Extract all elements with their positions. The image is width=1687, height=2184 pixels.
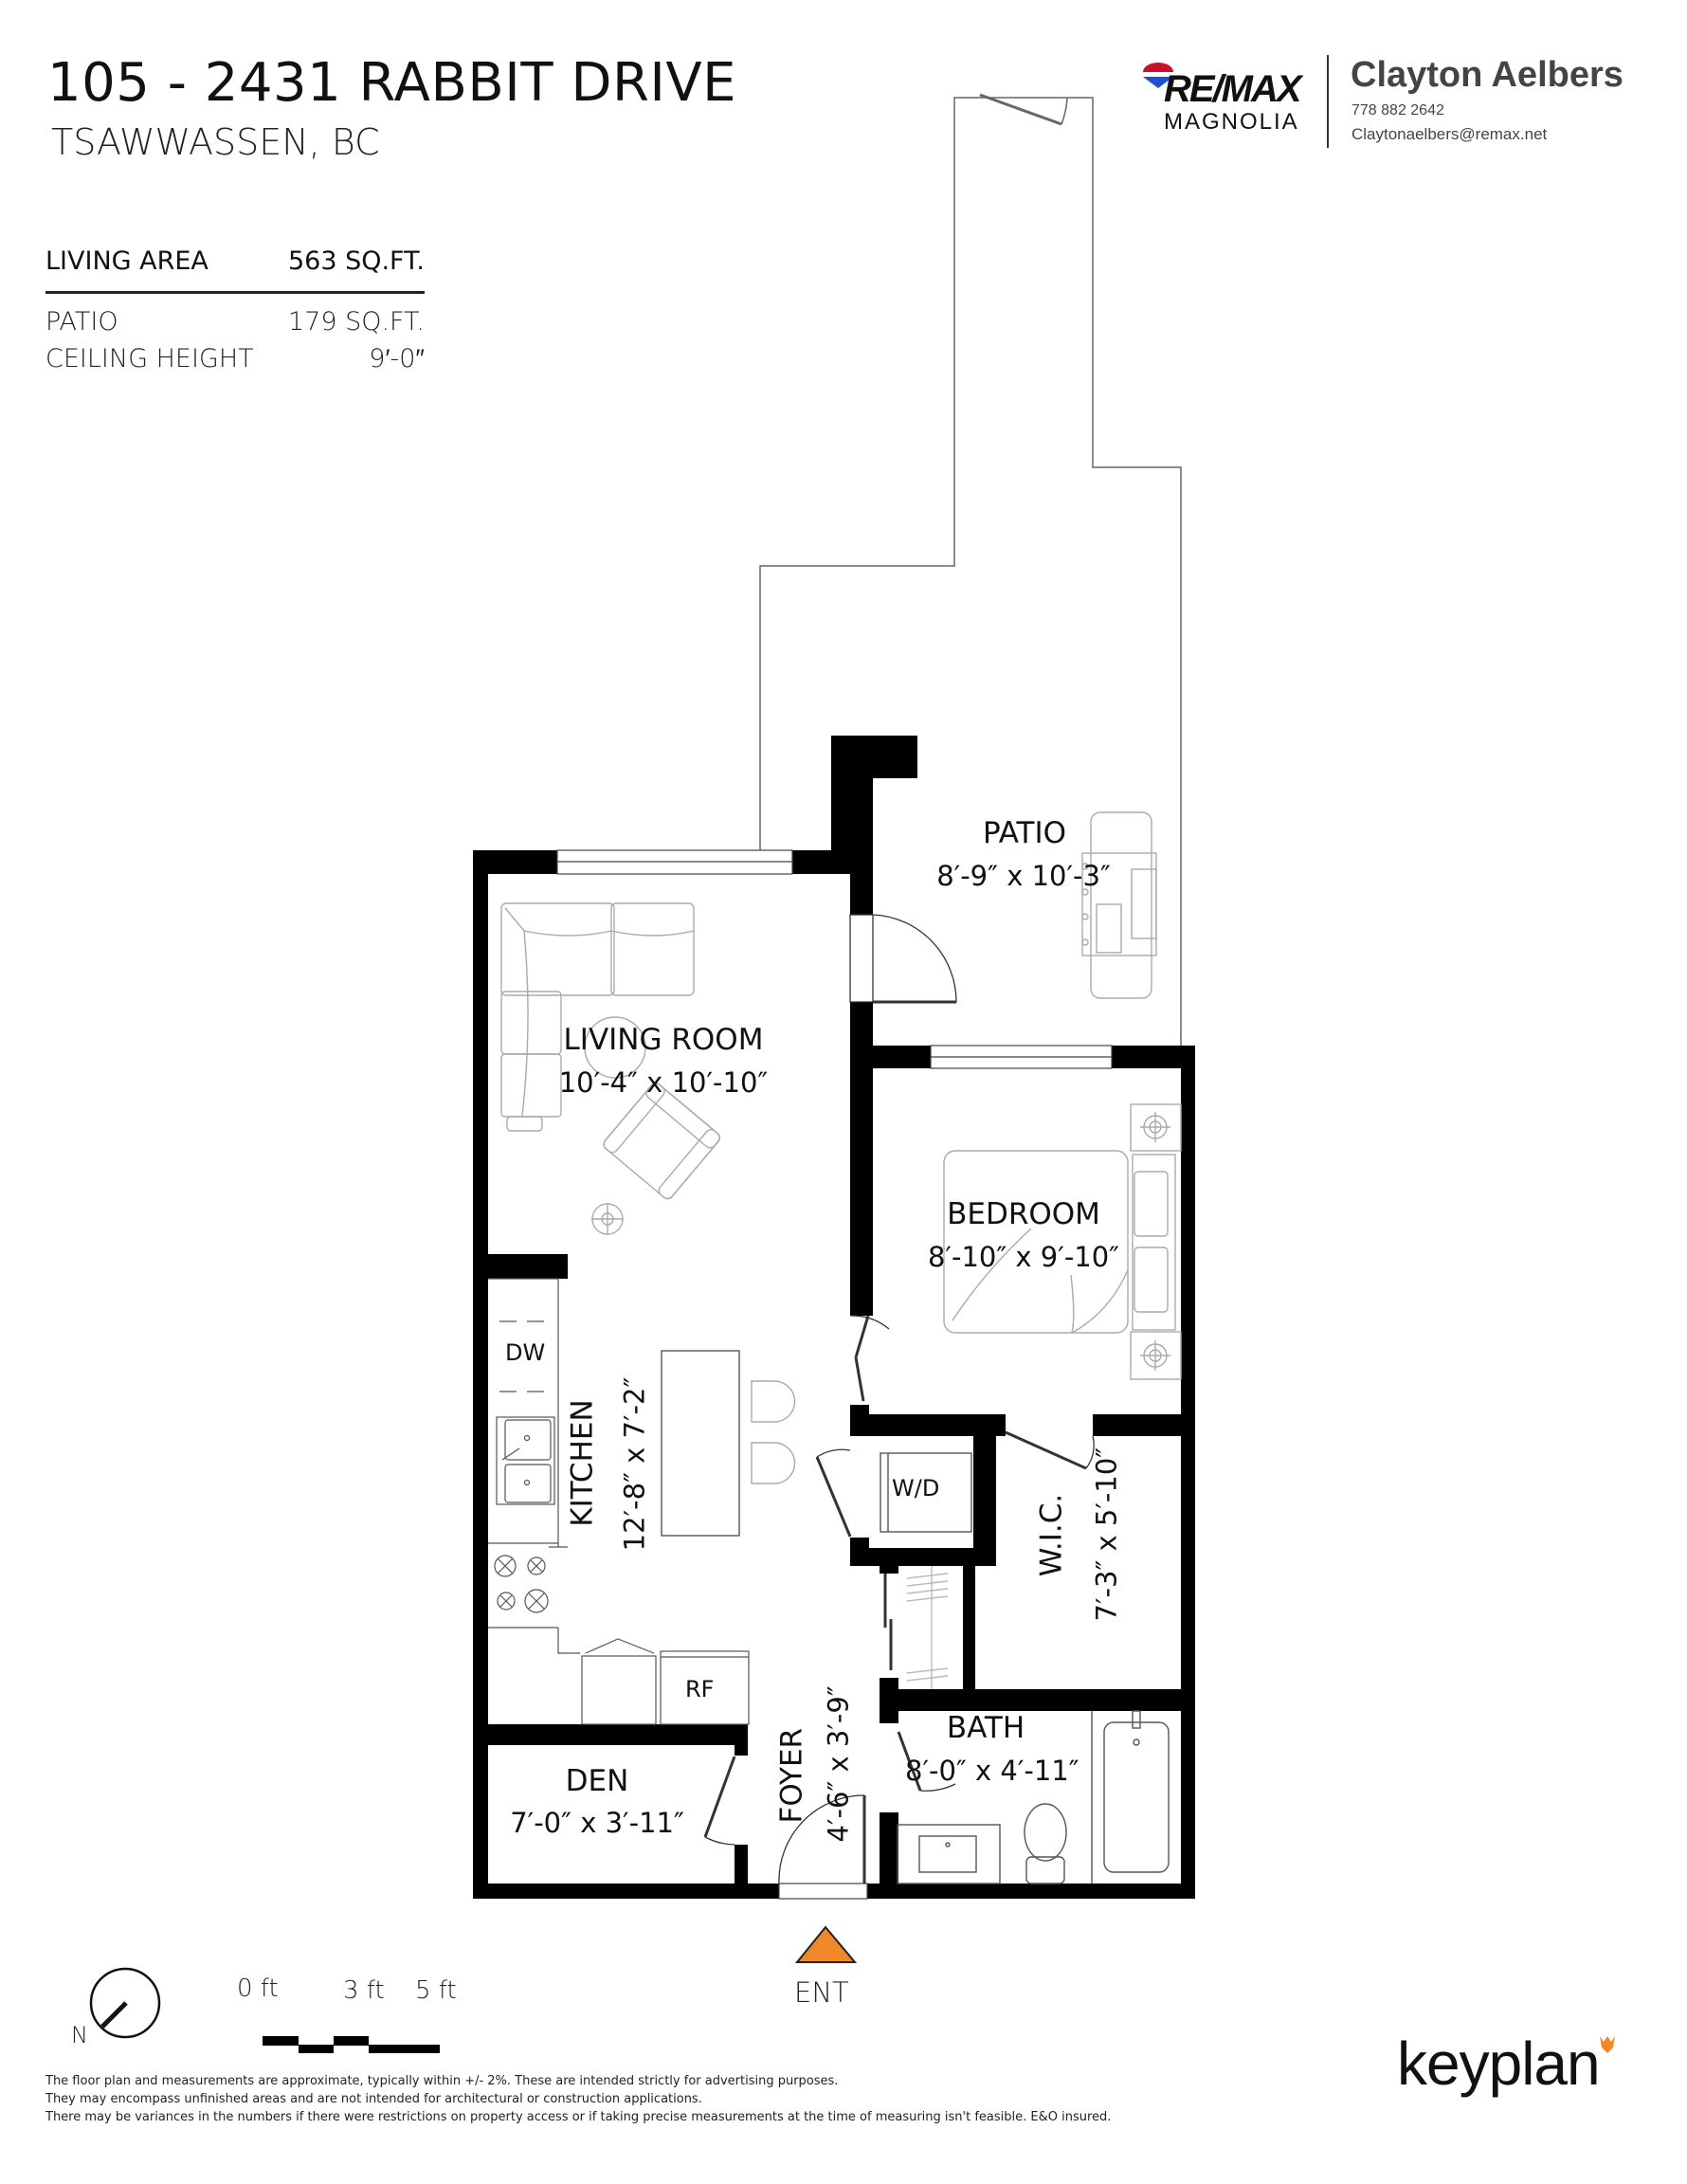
- room-label-patio: PATIO: [983, 816, 1066, 850]
- bathtub-icon: [1091, 1710, 1170, 1884]
- disclaimer-line: They may encompass unfinished areas and …: [45, 2092, 702, 2106]
- room-label-wic: W.I.C.: [1034, 1493, 1069, 1577]
- dishwasher-label: DW: [505, 1339, 546, 1366]
- closet-rod-icon: [906, 1566, 949, 1689]
- room-label-kitchen: KITCHEN: [565, 1399, 600, 1527]
- kitchen-counter: [488, 1278, 580, 1654]
- furniture: [488, 811, 1182, 1884]
- scale-tick-3: 3 ft: [343, 1976, 385, 2005]
- washer-dryer-icon: [880, 1452, 972, 1533]
- agent-email[interactable]: Claytonaelbers@remax.net: [1351, 125, 1548, 143]
- entrance-label: ENT: [794, 1976, 849, 2009]
- floor-lamp-icon: [591, 1203, 624, 1235]
- stat-label: CEILING HEIGHT: [45, 344, 254, 373]
- room-dims-foyer: 4′-6″ x 3′-9″: [822, 1685, 855, 1843]
- room-dims-den: 7′-0″ x 3′-11″: [510, 1807, 684, 1839]
- agent-name: Clayton Aelbers: [1351, 55, 1624, 95]
- scale-bar-icon: [263, 2036, 440, 2053]
- room-label-foyer: FOYER: [774, 1727, 809, 1824]
- sink-icon: [496, 1416, 555, 1505]
- scale-tick-5: 5 ft: [415, 1976, 457, 2005]
- room-dims-living-room: 10′-4″ x 10′-10″: [558, 1066, 769, 1099]
- stat-value: 179 SQ.FT.: [287, 307, 425, 337]
- remax-logo-subtext: MAGNOLIA: [1164, 109, 1299, 135]
- windows: [556, 849, 1113, 1900]
- vanity-icon: [897, 1824, 1001, 1884]
- stat-value: 9′-0″: [369, 344, 425, 373]
- disclaimer-line: There may be variances in the numbers if…: [45, 2110, 1112, 2124]
- north-compass-icon: [89, 1967, 161, 2039]
- disclaimer: The floor plan and measurements are appr…: [45, 2072, 1111, 2126]
- compass-north-label: N: [71, 2022, 88, 2048]
- room-dims-patio: 8′-9″ x 10′-3″: [936, 860, 1111, 892]
- remax-logo-text: RE/MAX: [1164, 68, 1302, 110]
- room-dims-wic: 7′-3″ x 5′-10″: [1090, 1447, 1123, 1622]
- stove-icon: [494, 1555, 549, 1613]
- patio-outline: [759, 93, 1182, 1046]
- keyplan-logo: keyplan: [1397, 2029, 1601, 2098]
- doors: [703, 914, 1095, 1884]
- room-dims-bedroom: 8′-10″ x 9′-10″: [927, 1241, 1120, 1273]
- armchair-icon: [603, 1083, 720, 1200]
- nightstand-icon: [1130, 1103, 1182, 1380]
- pantry-cabinet: [581, 1638, 750, 1725]
- sectional-sofa-icon: [500, 902, 695, 1132]
- stat-patio: PATIO 179 SQ.FT.: [45, 307, 425, 337]
- bar-stool-icon: [751, 1380, 796, 1484]
- property-city: TSAWWASSEN, BC: [51, 121, 380, 163]
- entrance-marker-icon: [794, 1925, 858, 1963]
- stat-label: LIVING AREA: [45, 246, 209, 276]
- stat-living-area: LIVING AREA 563 SQ.FT.: [45, 246, 425, 294]
- toilet-icon: [1024, 1803, 1067, 1884]
- bbq-icon: [1081, 811, 1157, 999]
- disclaimer-line: The floor plan and measurements are appr…: [45, 2074, 839, 2088]
- room-label-bedroom: BEDROOM: [947, 1197, 1100, 1231]
- kitchen-island: [661, 1350, 740, 1537]
- walls: [473, 736, 1195, 1899]
- room-label-bath: BATH: [946, 1711, 1025, 1745]
- room-dims-bath: 8′-0″ x 4′-11″: [905, 1755, 1079, 1787]
- fridge-label: RF: [685, 1676, 715, 1702]
- stat-ceiling-height: CEILING HEIGHT 9′-0″: [45, 344, 425, 373]
- room-dims-kitchen: 12′-8″ x 7′-2″: [618, 1376, 651, 1552]
- room-label-living-room: LIVING ROOM: [563, 1023, 764, 1057]
- washer-dryer-label: W/D: [892, 1475, 940, 1502]
- room-label-den: DEN: [565, 1764, 629, 1798]
- scale-tick-0: 0 ft: [237, 1975, 279, 2003]
- agent-phone[interactable]: 778 882 2642: [1351, 102, 1444, 118]
- brand-divider: [1327, 55, 1329, 148]
- stat-label: PATIO: [45, 307, 118, 337]
- area-stats: LIVING AREA 563 SQ.FT. PATIO 179 SQ.FT. …: [45, 246, 425, 373]
- fox-icon: [1600, 2036, 1615, 2053]
- coffee-table-icon: [584, 1016, 646, 1079]
- property-address: 105 - 2431 RABBIT DRIVE: [47, 52, 737, 114]
- bed-icon: [943, 1150, 1176, 1334]
- stat-value: 563 SQ.FT.: [287, 246, 425, 276]
